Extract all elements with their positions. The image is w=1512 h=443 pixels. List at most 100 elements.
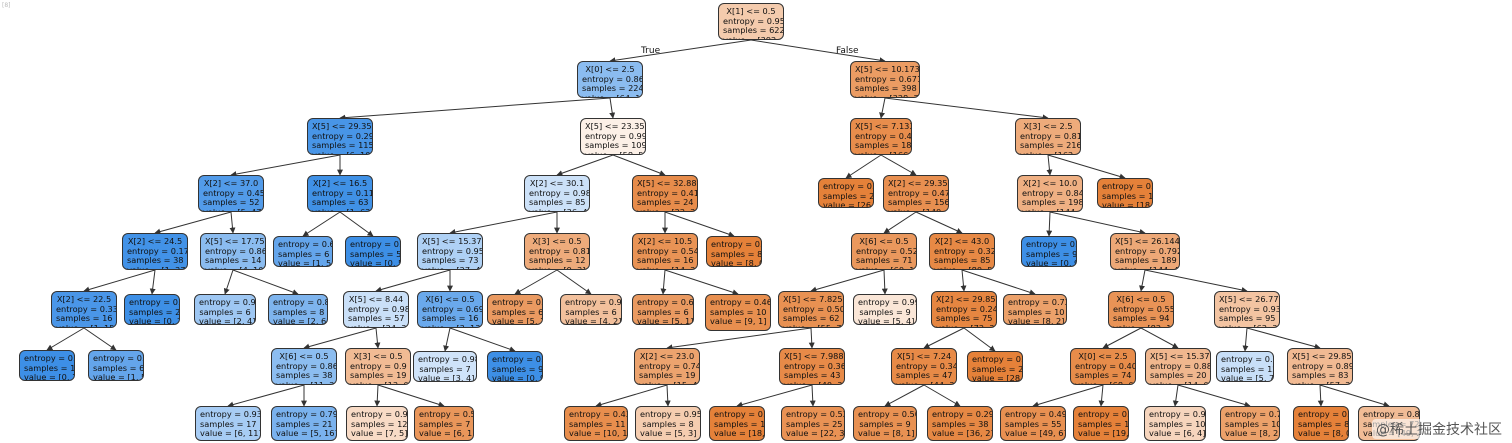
node-line: samples = 16 [422,313,479,324]
node-line: entropy = 0.242 [936,303,997,314]
tree-edge [809,384,816,407]
tree-edge [83,327,117,351]
node-line: value = [80, 5] [934,264,995,270]
node-line: entropy = 0.522 [856,245,917,256]
node-line: value = [5, 3] [640,428,697,439]
node-line: entropy = 0.0 [714,409,764,419]
node-line: value = [8, 1] [858,428,915,439]
node-line: X[5] <= 7.988 [784,351,844,361]
node-line: value = [8, 2] [1225,428,1280,439]
tree-edge [1246,327,1321,350]
node-line: value = [24, 33] [348,322,409,328]
node-line: entropy = 0.845 [1022,187,1083,198]
node-line: entropy = 0.0 [1078,409,1128,419]
true-branch-label: True [641,46,661,56]
node-line: samples = 10 [710,306,767,317]
tree-edge [1046,154,1053,176]
node-line: samples = 94 [1113,313,1170,324]
node-line: samples = 10 [1008,306,1065,317]
node-line: samples = 109 [585,140,646,151]
node-line: entropy = 0.918 [565,297,622,307]
node-line: value = [44, 3] [896,379,957,385]
node-line: value = [40, 3] [784,379,845,385]
node-line: X[5] <= 15.373 [422,236,483,246]
node-line: samples = 6 [637,306,689,317]
tree-edge [963,327,996,352]
tree-edge [595,384,668,408]
node-line: X[5] <= 29.85 [1292,351,1352,361]
tree-edge [46,327,85,351]
tree-edge [881,269,888,295]
node-line: entropy = 0.118 [312,187,373,198]
node-line: samples = 10 [1149,418,1206,429]
node-line: samples = 74 [1075,370,1132,381]
node-line: samples = 189 [1115,255,1177,266]
tree-edge [556,154,614,177]
tree-edge [736,384,813,408]
tree-edge [660,269,667,295]
tree-edge [923,384,961,407]
node-line: entropy = 0.98 [351,409,408,419]
node-line: samples = 38 [932,418,989,429]
node-line: samples = 75 [936,313,993,324]
node-line: entropy = 0.414 [637,187,698,198]
node-line: value = [8, 2] [1008,316,1065,325]
node-line: entropy = 0.65 [637,297,694,307]
node-line: samples = 216 [1020,140,1081,151]
node-line: value = [1, 15] [56,322,117,328]
node-line: samples = 12 [351,418,408,429]
node-line: value = [5, 1] [492,316,543,325]
node-line: samples = 8 [1298,418,1349,429]
node-line: value = [328, 70] [855,92,920,98]
cell-tag: [8] [2,2,11,9]
tree-edge [666,327,812,351]
node-line: value = [18, 0] [1102,200,1153,208]
node-line: value = [6, 109] [312,149,373,155]
node-line: X[5] <= 8.44 [348,294,404,304]
node-line: samples = 7 [419,418,471,429]
node-line: entropy = 0.0 [823,181,873,191]
node-line: value = [1, 37] [127,264,188,270]
tree-edge [514,269,558,295]
node-line: X[6] <= 0.5 [1116,294,1166,304]
node-line: X[6] <= 0.5 [859,236,909,246]
node-line: entropy = 0.65 [278,239,332,249]
node-line: samples = 224 [582,83,643,94]
node-line: samples = 6 [492,306,543,317]
node-line: entropy = 0.497 [1005,409,1066,419]
node-line: entropy = 0.342 [896,360,957,371]
node-line: samples = 10 [1225,418,1280,429]
node-line: samples = 95 [1219,313,1276,324]
node-line: X[2] <= 30.1 [529,178,585,188]
node-line: samples = 28 [972,363,1023,374]
tree-edge [883,211,917,234]
node-line: X[5] <= 17.75 [205,236,265,246]
tree-edge [609,39,752,64]
node-line: samples = 25 [786,418,843,429]
node-line: value = [82, 12] [1113,322,1174,328]
node-line: entropy = 0.365 [784,360,845,371]
node-line: X[5] <= 15.373 [1150,351,1211,361]
tree-edge [1047,154,1126,180]
node-line: samples = 19 [1078,418,1129,429]
tree-edge [374,327,381,349]
node-line: X[1] <= 0.5 [726,6,776,16]
node-line: samples = 9 [492,363,543,374]
node-line: samples = 85 [934,255,991,266]
node-line: entropy = 0.991 [858,297,916,307]
